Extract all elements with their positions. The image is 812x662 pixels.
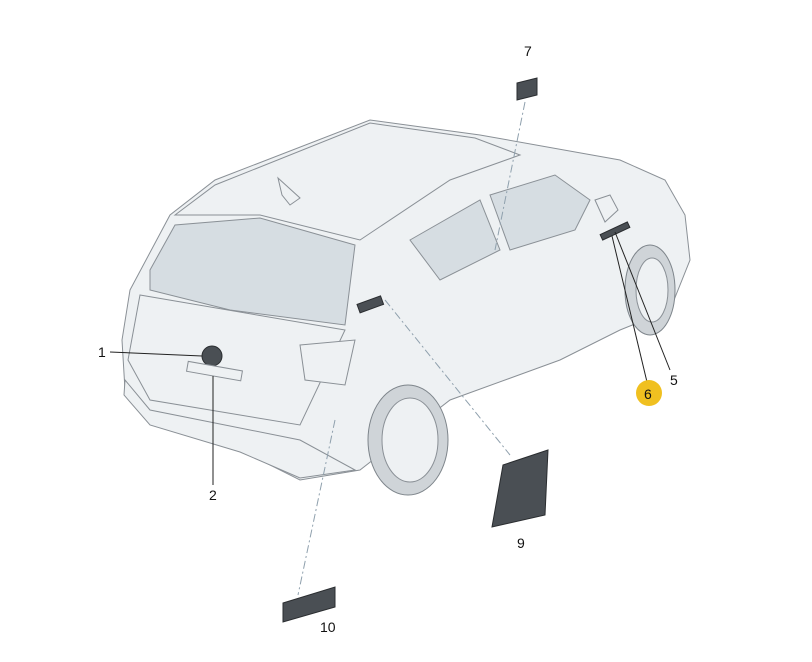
callout-5: 5	[670, 372, 678, 388]
callout-2: 2	[209, 487, 217, 503]
callout-7: 7	[524, 43, 532, 59]
callout-1: 1	[98, 344, 106, 360]
callout-10: 10	[320, 619, 336, 635]
part-7-sticker	[516, 77, 538, 101]
part-9-foil	[491, 449, 549, 528]
leader-7	[494, 101, 526, 251]
rear-emblem	[201, 345, 223, 367]
callout-6-highlighted[interactable]: 6	[636, 380, 662, 406]
leader-9	[384, 299, 511, 456]
leader-10	[297, 419, 336, 596]
leader-1	[109, 351, 203, 357]
leader-6	[611, 235, 648, 383]
callout-9: 9	[517, 535, 525, 551]
part-10-strip	[282, 586, 336, 623]
side-badge	[356, 295, 385, 314]
door-trim	[599, 221, 631, 241]
rear-lettering-strip	[185, 360, 244, 382]
leader-5	[614, 231, 671, 371]
callout-6[interactable]: 6	[644, 386, 652, 402]
vehicle-illustration	[121, 119, 691, 496]
highlight-circle	[636, 380, 662, 406]
